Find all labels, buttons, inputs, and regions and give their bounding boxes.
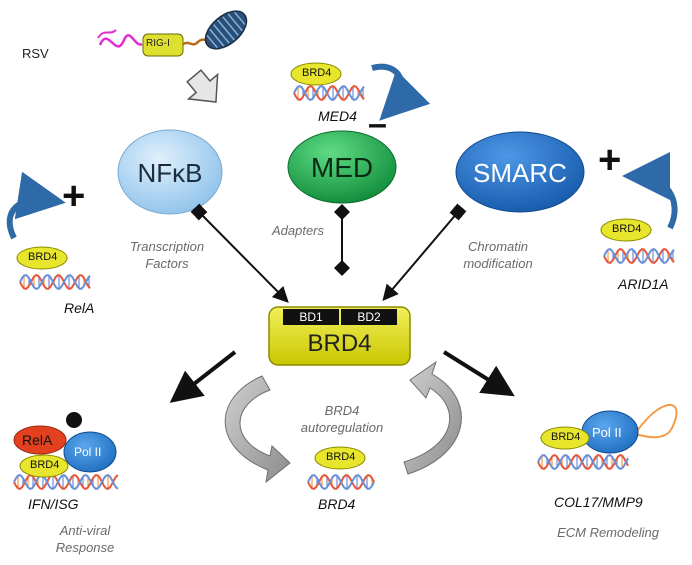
smarc-brd4-link bbox=[382, 203, 467, 302]
transcription-factors-line1: Transcription bbox=[129, 239, 205, 254]
ecm-arrow bbox=[442, 350, 515, 397]
brd4-protein bbox=[16, 246, 68, 270]
arid1a-gene-label: ARID1A bbox=[618, 276, 669, 292]
brd4-protein-label: BRD4 bbox=[326, 451, 356, 463]
transcription-factors-line2: Factors bbox=[145, 256, 189, 271]
rig-i-icon bbox=[97, 29, 215, 57]
brd4-protein bbox=[314, 446, 366, 470]
ecm-remodeling-label: ECM Remodeling bbox=[557, 525, 659, 540]
rig-i-label: RIG-I bbox=[146, 38, 170, 49]
dna-helix-icon bbox=[307, 474, 375, 490]
chromatin-modification-label: Chromatin modification bbox=[446, 238, 550, 272]
dna-helix-icon bbox=[293, 85, 365, 101]
antiviral-line2: Response bbox=[55, 540, 115, 555]
brd4-protein-label: BRD4 bbox=[30, 459, 60, 471]
dna-helix-icon bbox=[537, 454, 629, 470]
antiviral-line1: Anti-viral bbox=[59, 523, 111, 538]
bd1-domain bbox=[283, 309, 339, 325]
med-node bbox=[287, 130, 397, 204]
med-label: MED bbox=[310, 152, 374, 183]
ifn-isg-gene-label: IFN/ISG bbox=[28, 496, 79, 512]
nfkb-label: NFκB bbox=[137, 158, 203, 188]
antiviral-response-label: Anti-viral Response bbox=[40, 522, 130, 556]
brd4-protein-label: BRD4 bbox=[551, 431, 581, 443]
nfkb-node bbox=[117, 129, 223, 215]
pol-ii-label-right: Pol II bbox=[592, 425, 622, 440]
dna-helix-icon bbox=[19, 274, 91, 290]
mitochondrion-icon bbox=[204, 10, 248, 50]
autoregulation-line1: BRD4 bbox=[324, 403, 360, 418]
curved-arrow-icon bbox=[6, 171, 66, 240]
brd4-protein-label: BRD4 bbox=[612, 223, 642, 235]
autoregulation-arrow-left bbox=[224, 375, 291, 484]
smarc-node bbox=[455, 131, 585, 213]
brd4-protein bbox=[540, 426, 590, 450]
brd4-protein-label: BRD4 bbox=[28, 251, 58, 263]
antiviral-arrow bbox=[169, 350, 237, 403]
autoregulation-arrow-right bbox=[403, 360, 462, 475]
chromatin-line2: modification bbox=[463, 256, 533, 271]
phospho-dot bbox=[66, 412, 82, 428]
pol-ii-label-left: Pol II bbox=[74, 445, 102, 459]
curved-arrow-icon bbox=[371, 63, 431, 121]
pol-ii-protein bbox=[63, 431, 117, 473]
col17-mmp9-gene-label: COL17/MMP9 bbox=[554, 494, 643, 510]
adapters-label: Adapters bbox=[271, 223, 325, 238]
rela-protein-label: RelA bbox=[22, 432, 53, 448]
brd4-protein bbox=[19, 454, 69, 478]
smarc-label: SMARC bbox=[473, 158, 567, 188]
brd4-protein bbox=[290, 62, 342, 86]
chromatin-line1: Chromatin bbox=[468, 239, 528, 254]
rela-protein bbox=[13, 425, 67, 455]
med4-gene-label: MED4 bbox=[318, 108, 357, 124]
minus-sign: – bbox=[368, 105, 387, 143]
rna-transcript bbox=[615, 403, 678, 451]
signal-arrow bbox=[186, 69, 219, 103]
dna-helix-icon bbox=[13, 474, 119, 490]
nfkb-brd4-link bbox=[190, 203, 289, 303]
plus-sign-left: + bbox=[62, 174, 86, 218]
brd4-protein bbox=[600, 218, 652, 242]
brd4-autoregulation-label: BRD4 autoregulation bbox=[296, 402, 388, 436]
curved-arrow-icon bbox=[622, 152, 678, 230]
bd2-domain bbox=[341, 309, 397, 325]
dna-helix-icon bbox=[603, 248, 675, 264]
transcription-factors-label: Transcription Factors bbox=[112, 238, 222, 272]
rsv-label: RSV bbox=[22, 46, 49, 61]
brd4-gene-label: BRD4 bbox=[318, 496, 356, 512]
bd2-label: BD2 bbox=[357, 310, 381, 324]
plus-sign-right: + bbox=[598, 138, 622, 182]
rela-gene-label: RelA bbox=[64, 300, 95, 316]
brd4-protein-label: BRD4 bbox=[302, 67, 332, 79]
brd4-center-label: BRD4 bbox=[307, 330, 372, 357]
bd1-label: BD1 bbox=[299, 310, 323, 324]
autoregulation-line2: autoregulation bbox=[300, 420, 384, 435]
